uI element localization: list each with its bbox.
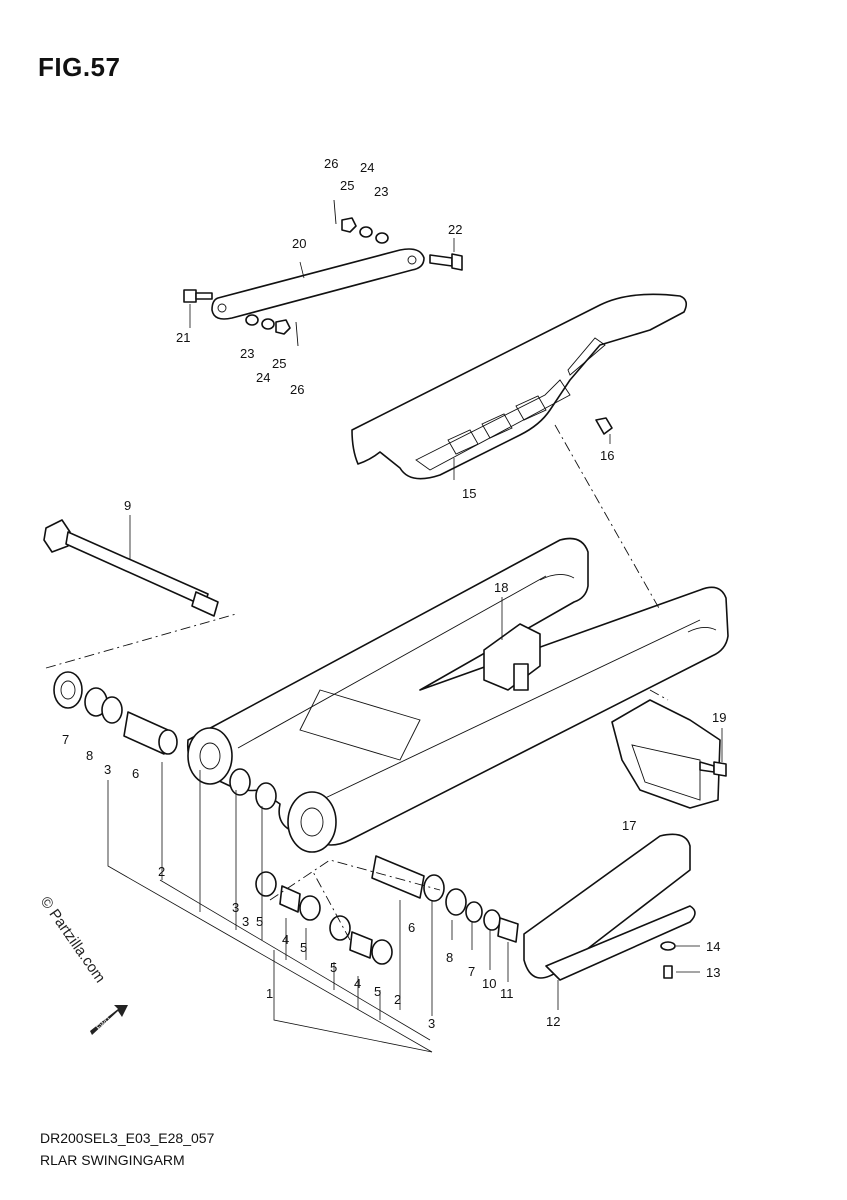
callout-25: 25 xyxy=(340,178,354,193)
watermark-text: © Partzilla.com xyxy=(40,895,109,986)
callout-26: 26 xyxy=(290,382,304,397)
swingarm-part xyxy=(186,537,729,853)
callout-26: 26 xyxy=(324,156,338,171)
callout-2: 2 xyxy=(394,992,401,1007)
callout-5: 5 xyxy=(374,984,381,999)
callout-21: 21 xyxy=(176,330,190,345)
chain-buffer-part xyxy=(523,833,696,981)
chain-case-part xyxy=(351,293,688,480)
diagram-code: DR200SEL3_E03_E28_057 xyxy=(40,1130,215,1146)
callout-8: 8 xyxy=(446,950,453,965)
pivot-shaft-part xyxy=(43,519,219,617)
callout-19: 19 xyxy=(712,710,726,725)
torque-rod-part xyxy=(211,248,425,320)
fwd-arrow-icon: FWD xyxy=(90,1005,128,1035)
callout-13: 13 xyxy=(706,965,720,980)
callout-23: 23 xyxy=(374,184,388,199)
callout-9: 9 xyxy=(124,498,131,513)
callout-6: 6 xyxy=(132,766,139,781)
callout-6: 6 xyxy=(408,920,415,935)
callout-23: 23 xyxy=(240,346,254,361)
callout-5: 5 xyxy=(256,914,263,929)
callout-4: 4 xyxy=(354,976,361,991)
chain-guard-part xyxy=(611,699,721,809)
seal-bearing-part xyxy=(255,855,519,965)
callout-5: 5 xyxy=(300,940,307,955)
callout-10: 10 xyxy=(482,976,496,991)
callout-24: 24 xyxy=(256,370,270,385)
bolt-part xyxy=(183,253,463,303)
callout-labels: 26 24 25 23 20 22 21 23 24 25 26 16 15 9… xyxy=(62,156,726,1031)
callout-15: 15 xyxy=(462,486,476,501)
alignment-lines xyxy=(45,424,669,941)
partzilla-watermark: © Partzilla.com FWD xyxy=(40,895,128,1035)
callout-24: 24 xyxy=(360,160,374,175)
callout-7: 7 xyxy=(468,964,475,979)
bolt-part xyxy=(595,417,613,435)
washer-nut-part xyxy=(245,199,389,347)
diagram-name: RLAR SWINGINGARM xyxy=(40,1152,185,1168)
bracket-part xyxy=(483,623,541,691)
callout-8: 8 xyxy=(86,748,93,763)
callout-12: 12 xyxy=(546,1014,560,1029)
callout-18: 18 xyxy=(494,580,508,595)
figure-title: FIG.57 xyxy=(38,52,121,82)
washer-part xyxy=(660,941,676,979)
callout-2: 2 xyxy=(158,864,165,879)
bolt-part xyxy=(699,761,727,777)
callout-17: 17 xyxy=(622,818,636,833)
callout-11: 11 xyxy=(500,986,514,1001)
callout-16: 16 xyxy=(600,448,614,463)
callout-25: 25 xyxy=(272,356,286,371)
seal-bearing-part xyxy=(53,671,277,810)
callout-3: 3 xyxy=(428,1016,435,1031)
leader-lines xyxy=(107,238,723,1053)
callout-3: 3 xyxy=(232,900,239,915)
callout-5: 5 xyxy=(330,960,337,975)
callout-20: 20 xyxy=(292,236,306,251)
callout-4: 4 xyxy=(282,932,289,947)
callout-3: 3 xyxy=(242,914,249,929)
callout-1: 1 xyxy=(266,986,273,1001)
callout-22: 22 xyxy=(448,222,462,237)
callout-3: 3 xyxy=(104,762,111,777)
callout-14: 14 xyxy=(706,939,720,954)
callout-7: 7 xyxy=(62,732,69,747)
